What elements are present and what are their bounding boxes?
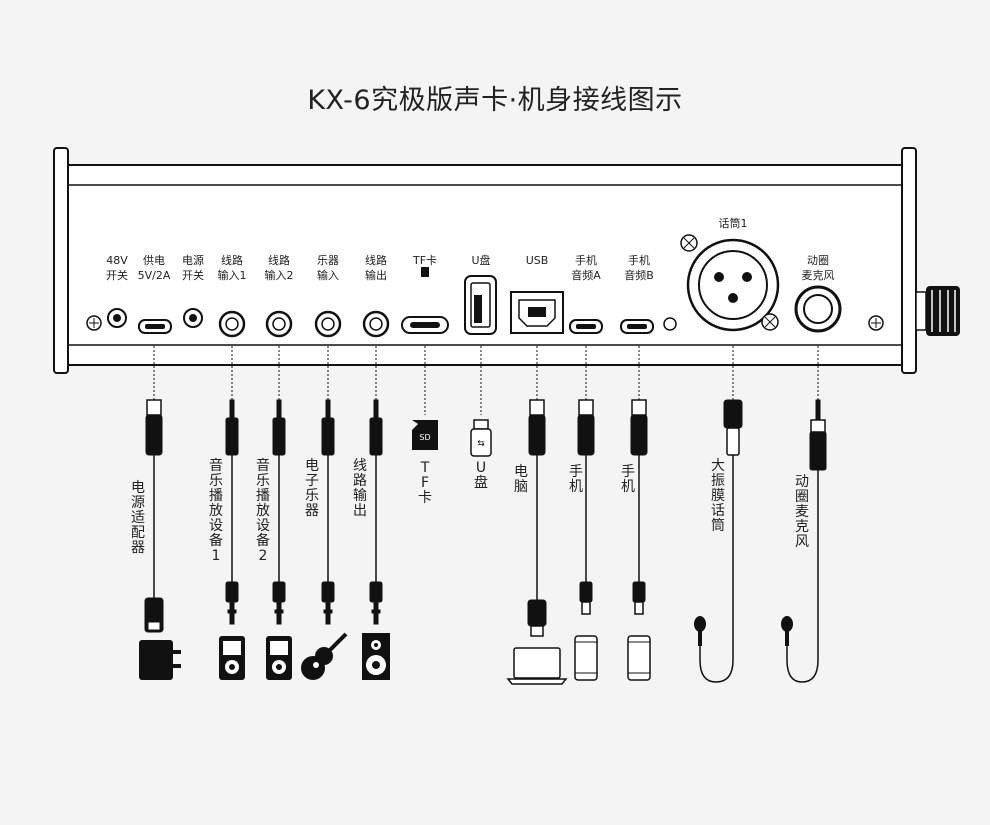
label-pwrsw-1: 电源 (182, 253, 204, 267)
label-mic1: 话筒1 (719, 216, 748, 230)
label-phB-2: 音频B (624, 268, 654, 282)
device-label-dynmic: 动圈麦克风 (795, 474, 809, 550)
usb-stick-icon: ⇆ (470, 419, 492, 457)
label-in1-2: 输入1 (218, 268, 247, 282)
device-label-adapter: 电源适配器 (131, 480, 145, 556)
port-labels: 48V 开关 供电 5V/2A 电源 开关 线路 输入1 线路 输入2 乐器 输… (106, 216, 835, 282)
volume-knob-icon[interactable] (915, 286, 960, 336)
screw-icon (86, 315, 102, 331)
phone-icon (627, 635, 651, 681)
label-out-2: 输出 (365, 268, 387, 282)
svg-text:SD: SD (419, 433, 430, 442)
label-power-2: 5V/2A (138, 269, 171, 282)
label-inst-1: 乐器 (317, 254, 339, 267)
device-label-condmic: 大振膜话筒 (711, 458, 725, 534)
usb-c-port-icon[interactable] (569, 319, 603, 334)
jack-port-icon[interactable] (265, 310, 293, 338)
jack-port-icon[interactable] (218, 310, 246, 338)
device-label-lineout: 线路输出 (353, 458, 367, 519)
guitar-icon (301, 632, 348, 680)
usb-b-port-icon[interactable] (510, 291, 564, 334)
label-in1-1: 线路 (221, 253, 243, 267)
label-phB-1: 手机 (628, 253, 650, 267)
usb-a-port-icon[interactable] (464, 275, 497, 335)
dynamic-mic-icon (781, 616, 793, 646)
label-pwrsw-2: 开关 (182, 268, 204, 282)
label-out-1: 线路 (365, 253, 387, 267)
svg-text:⇆: ⇆ (477, 439, 485, 449)
power-adapter-icon (139, 640, 181, 680)
music-player-icon (266, 636, 292, 680)
jack-port-icon[interactable] (362, 310, 390, 338)
bottom-connectors (144, 581, 646, 637)
connectors (145, 399, 827, 471)
dynamic-mic-port-icon[interactable] (794, 285, 842, 333)
label-48v-1: 48V (106, 254, 128, 267)
usb-c-port-icon[interactable] (138, 319, 172, 334)
speaker-icon (362, 633, 390, 680)
phone-icon (574, 635, 598, 681)
label-in2-1: 线路 (268, 253, 290, 267)
device-label-instr: 电子乐器 (305, 458, 319, 519)
laptop-icon (506, 647, 568, 685)
toggle-48v-icon[interactable] (107, 308, 127, 328)
music-player-icon (219, 636, 245, 680)
condenser-mic-icon (694, 616, 706, 646)
label-dyn-2: 麦克风 (802, 269, 835, 282)
label-in2-2: 输入2 (265, 268, 294, 282)
label-dyn-1: 动圈 (807, 254, 829, 267)
label-inst-2: 输入 (317, 268, 339, 282)
cables (153, 346, 819, 683)
device-label-pc: 电脑 (514, 464, 528, 495)
label-48v-2: 开关 (106, 268, 128, 282)
led-indicator-icon (663, 317, 677, 331)
label-tf: TF卡 (412, 254, 437, 267)
xlr-port-icon[interactable] (680, 234, 780, 332)
page-title: KX-6究极版声卡·机身接线图示 (307, 85, 683, 116)
screw-icon (868, 315, 884, 331)
device-label-phone1: 手机 (569, 464, 583, 495)
label-udisk: U盘 (471, 253, 490, 267)
power-switch-icon[interactable] (183, 308, 203, 328)
jack-port-icon[interactable] (314, 310, 342, 338)
label-phA-1: 手机 (575, 253, 597, 267)
label-phA-2: 音频A (571, 268, 601, 282)
usb-c-port-icon[interactable] (620, 319, 654, 334)
tf-slot-icon[interactable] (401, 267, 449, 334)
device-label-phone2: 手机 (621, 464, 635, 495)
label-usb: USB (526, 254, 549, 267)
tf-card-icon: SD (412, 420, 438, 450)
label-power-1: 供电 (143, 253, 165, 267)
